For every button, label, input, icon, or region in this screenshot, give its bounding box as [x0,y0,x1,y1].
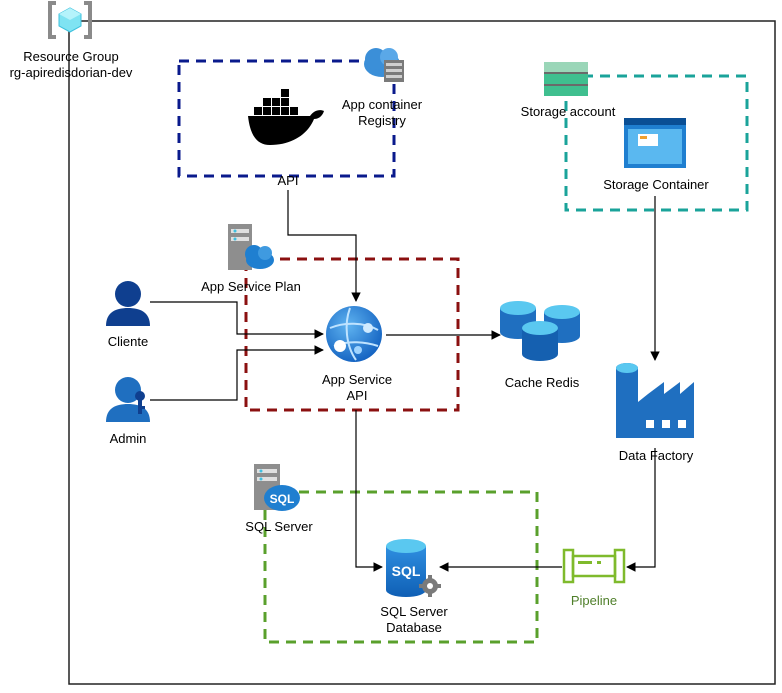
storage-account-icon [544,62,588,96]
storage-container-label: Storage Container [603,177,709,192]
storage-account-label: Storage account [521,104,616,119]
edge-cliente-to-appservice [150,301,324,339]
registry-label-line2: Registry [358,113,406,128]
pipeline-label: Pipeline [571,593,617,608]
app-service-plan-label: App Service Plan [201,279,301,294]
resource-group-boundary [68,20,776,685]
redis-cache-icon [500,301,580,361]
edge-admin-to-appservice [150,345,324,401]
edge-docker-to-appservice [287,190,361,302]
edge-appservice-to-sqldb [355,410,383,572]
sql-database-label-line2: Database [386,620,442,635]
app-service-label-line2: API [347,388,368,403]
data-factory-icon [616,363,694,438]
resource-group-title: Resource Group [23,49,118,64]
pipeline-icon [562,548,626,584]
svg-text:SQL: SQL [392,563,421,579]
app-service-label-line1: App Service [322,372,392,387]
sql-server-icon: SQL [254,464,300,511]
data-factory-label: Data Factory [619,448,694,463]
storage-container-icon [624,118,686,168]
app-service-icon [326,306,382,362]
registry-label-line1: App container [342,97,423,112]
app-service-plan-icon [228,224,274,270]
sql-database-icon: SQL [386,539,441,597]
docker-api-label: API [278,173,299,188]
cache-redis-label: Cache Redis [505,375,580,390]
docker-icon [248,89,324,145]
sql-server-label: SQL Server [245,519,313,534]
resource-group-icon [48,1,92,39]
admin-user-icon [106,377,150,422]
registry-group-box [177,59,396,178]
container-registry-icon [364,48,404,82]
edge-datafactory-to-pipeline [626,448,656,572]
user-icon [106,281,150,326]
storage-group-box [564,74,749,212]
cliente-label: Cliente [108,334,148,349]
admin-label: Admin [110,431,147,446]
resource-group-name: rg-apiredisdorian-dev [10,65,133,80]
svg-text:SQL: SQL [270,492,295,506]
sql-database-label-line1: SQL Server [380,604,448,619]
